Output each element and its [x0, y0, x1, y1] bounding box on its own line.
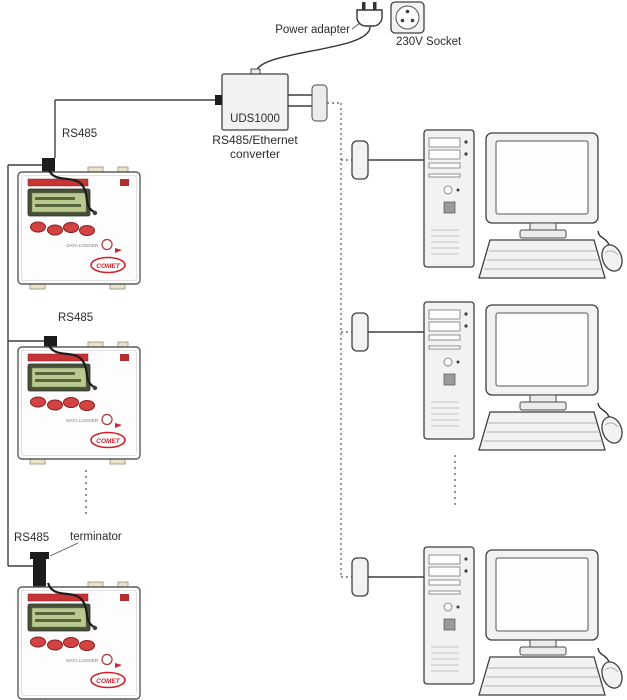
uds-ethernet-plug [311, 84, 328, 122]
socket-label: 230V Socket [396, 36, 462, 48]
power-adapter-label: Power adapter [275, 24, 350, 36]
data-logger-3 [16, 580, 142, 700]
logger3-terminator-plug [33, 556, 46, 587]
rs485-label-2: RS485 [58, 312, 93, 324]
data-logger-1 [16, 165, 142, 291]
logger1-bus-connector [42, 158, 55, 172]
computer-3 [423, 546, 627, 696]
converter-caption-line2: converter [230, 147, 280, 161]
terminator-cap [30, 552, 49, 559]
ethernet-wall-box-2 [351, 312, 369, 352]
uds-ethernet-pins [288, 94, 312, 107]
computer-2 [423, 301, 627, 451]
power-cable [255, 26, 371, 74]
rs485-label-1: RS485 [62, 128, 97, 140]
terminator-pointer [49, 542, 79, 557]
uds-rs485-port [215, 95, 222, 105]
converter-caption-line1: RS485/Ethernet [212, 133, 298, 147]
socket-hole [400, 18, 405, 23]
socket-ground-pin [405, 9, 410, 14]
socket-well [395, 5, 420, 30]
uds1000-name: UDS1000 [230, 113, 280, 125]
logger2-bus-connector [44, 336, 57, 347]
socket-hole [410, 18, 415, 23]
computer-1 [423, 129, 627, 279]
terminator-label: terminator [70, 531, 122, 543]
plug-prong [373, 2, 377, 11]
power-plug-icon [356, 9, 383, 27]
ethernet-wall-box-3 [351, 557, 369, 597]
ethernet-dotted-taps [341, 159, 352, 578]
ethernet-wall-box-1 [351, 140, 369, 180]
rs485-label-3: RS485 [14, 532, 49, 544]
plug-prong [362, 2, 366, 11]
data-logger-2 [16, 340, 142, 466]
